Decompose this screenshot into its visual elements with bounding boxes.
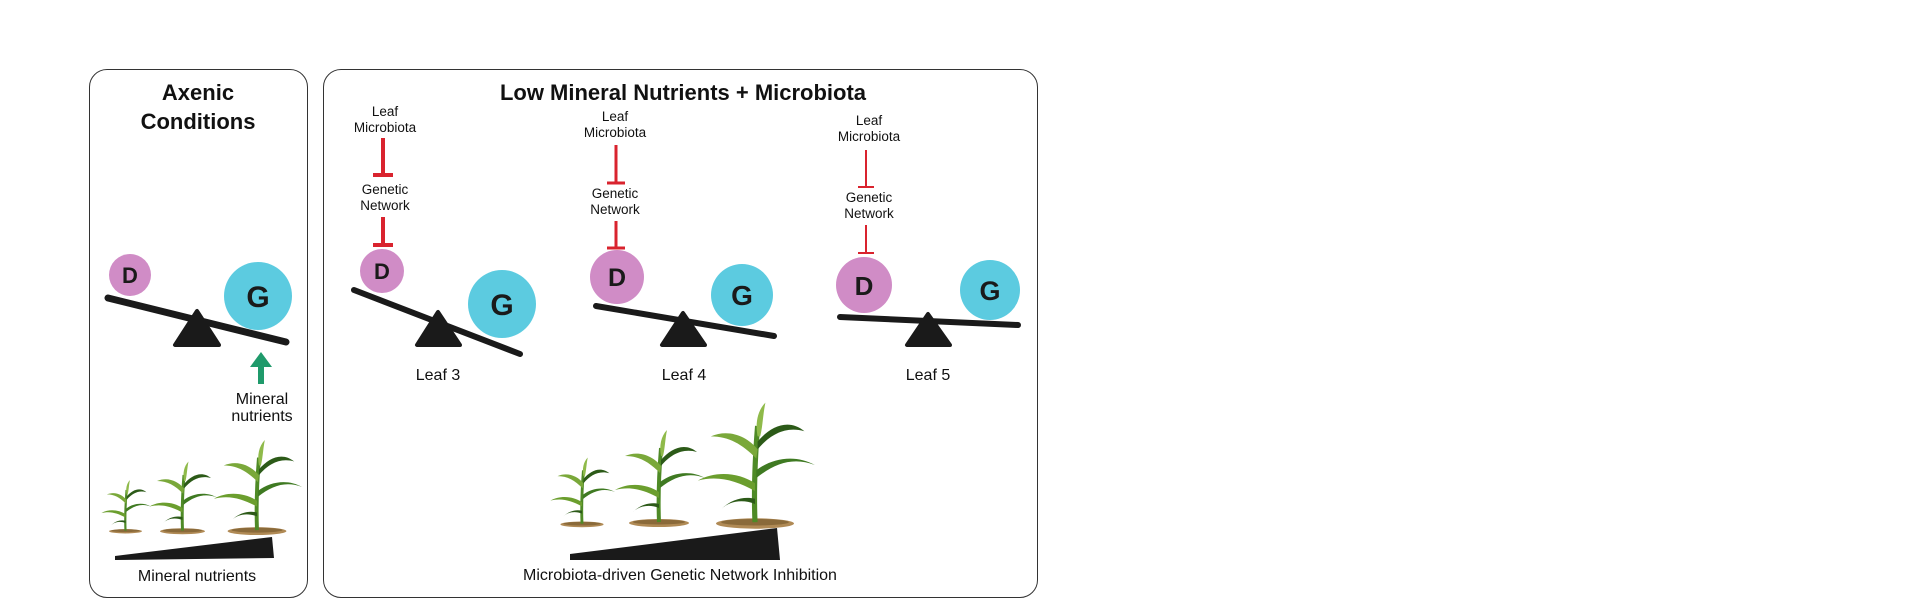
inhibition-wedge [570,528,780,560]
axenic-seesaw: D G [104,254,292,347]
low-panel-title: Low Mineral Nutrients + Microbiota [500,80,867,105]
microbiota-label-line2: Microbiota [584,125,647,140]
low-panel-plants [548,403,815,529]
mineral-wedge [115,537,274,560]
leaf4-group: Leaf Microbiota Genetic Network D G Leaf… [584,109,777,384]
plant-large [698,403,815,529]
leaf-label: Leaf 4 [662,367,707,384]
g-ball [468,270,536,338]
g-ball-label: G [979,276,1000,306]
inhibition-icon [858,150,874,188]
fulcrum [905,312,952,347]
leaf3-group: Leaf Microbiota Genetic Network D G Leaf… [351,104,536,384]
arrow-label-line1: Mineral [236,391,288,408]
network-label-line1: Genetic [592,186,639,201]
fulcrum [660,311,707,347]
d-ball-label: D [608,264,626,292]
microbiota-label-line1: Leaf [602,109,629,124]
plant-small [100,479,152,534]
g-ball [711,264,773,326]
network-label-line2: Network [844,206,894,221]
network-label-line1: Genetic [846,190,893,205]
up-arrow-icon [250,352,272,384]
plant-medium [148,460,219,535]
d-ball-label: D [374,259,390,284]
d-ball [109,254,151,296]
d-ball [360,249,404,293]
network-label-line2: Network [590,202,640,217]
microbiota-label-line1: Leaf [856,113,883,128]
fulcrum [415,310,462,347]
d-ball [836,257,892,313]
low-wedge-label: Microbiota-driven Genetic Network Inhibi… [523,567,837,584]
leaf5-group: Leaf Microbiota Genetic Network D G Leaf… [836,113,1021,384]
inhibition-icon [373,138,393,177]
g-ball-label: G [490,289,513,322]
inhibition-icon [373,217,393,247]
network-label-line2: Network [360,198,410,213]
axenic-title-line1: Axenic [162,80,234,105]
g-ball-label: G [246,281,269,314]
microbiota-label-line2: Microbiota [354,120,417,135]
network-label-line1: Genetic [362,182,409,197]
g-ball-label: G [731,280,753,311]
plant-medium [613,428,707,528]
inhibition-icon [607,221,625,250]
plant-small [548,456,617,528]
d-ball [590,250,644,304]
plant-large [211,438,305,536]
microbiota-label-line2: Microbiota [838,129,901,144]
g-ball [960,260,1020,320]
axenic-wedge-label: Mineral nutrients [138,568,256,585]
d-ball-label: D [122,263,138,288]
axenic-plants [100,438,305,536]
axenic-title-line2: Conditions [141,109,256,134]
microbiota-label-line1: Leaf [372,104,399,119]
fulcrum [173,309,221,347]
d-ball-label: D [855,271,874,301]
arrow-label-line2: nutrients [231,408,292,425]
inhibition-icon [607,145,625,185]
g-ball [224,262,292,330]
leaf-label: Leaf 5 [906,367,951,384]
inhibition-icon [858,225,874,254]
leaf-label: Leaf 3 [416,367,461,384]
